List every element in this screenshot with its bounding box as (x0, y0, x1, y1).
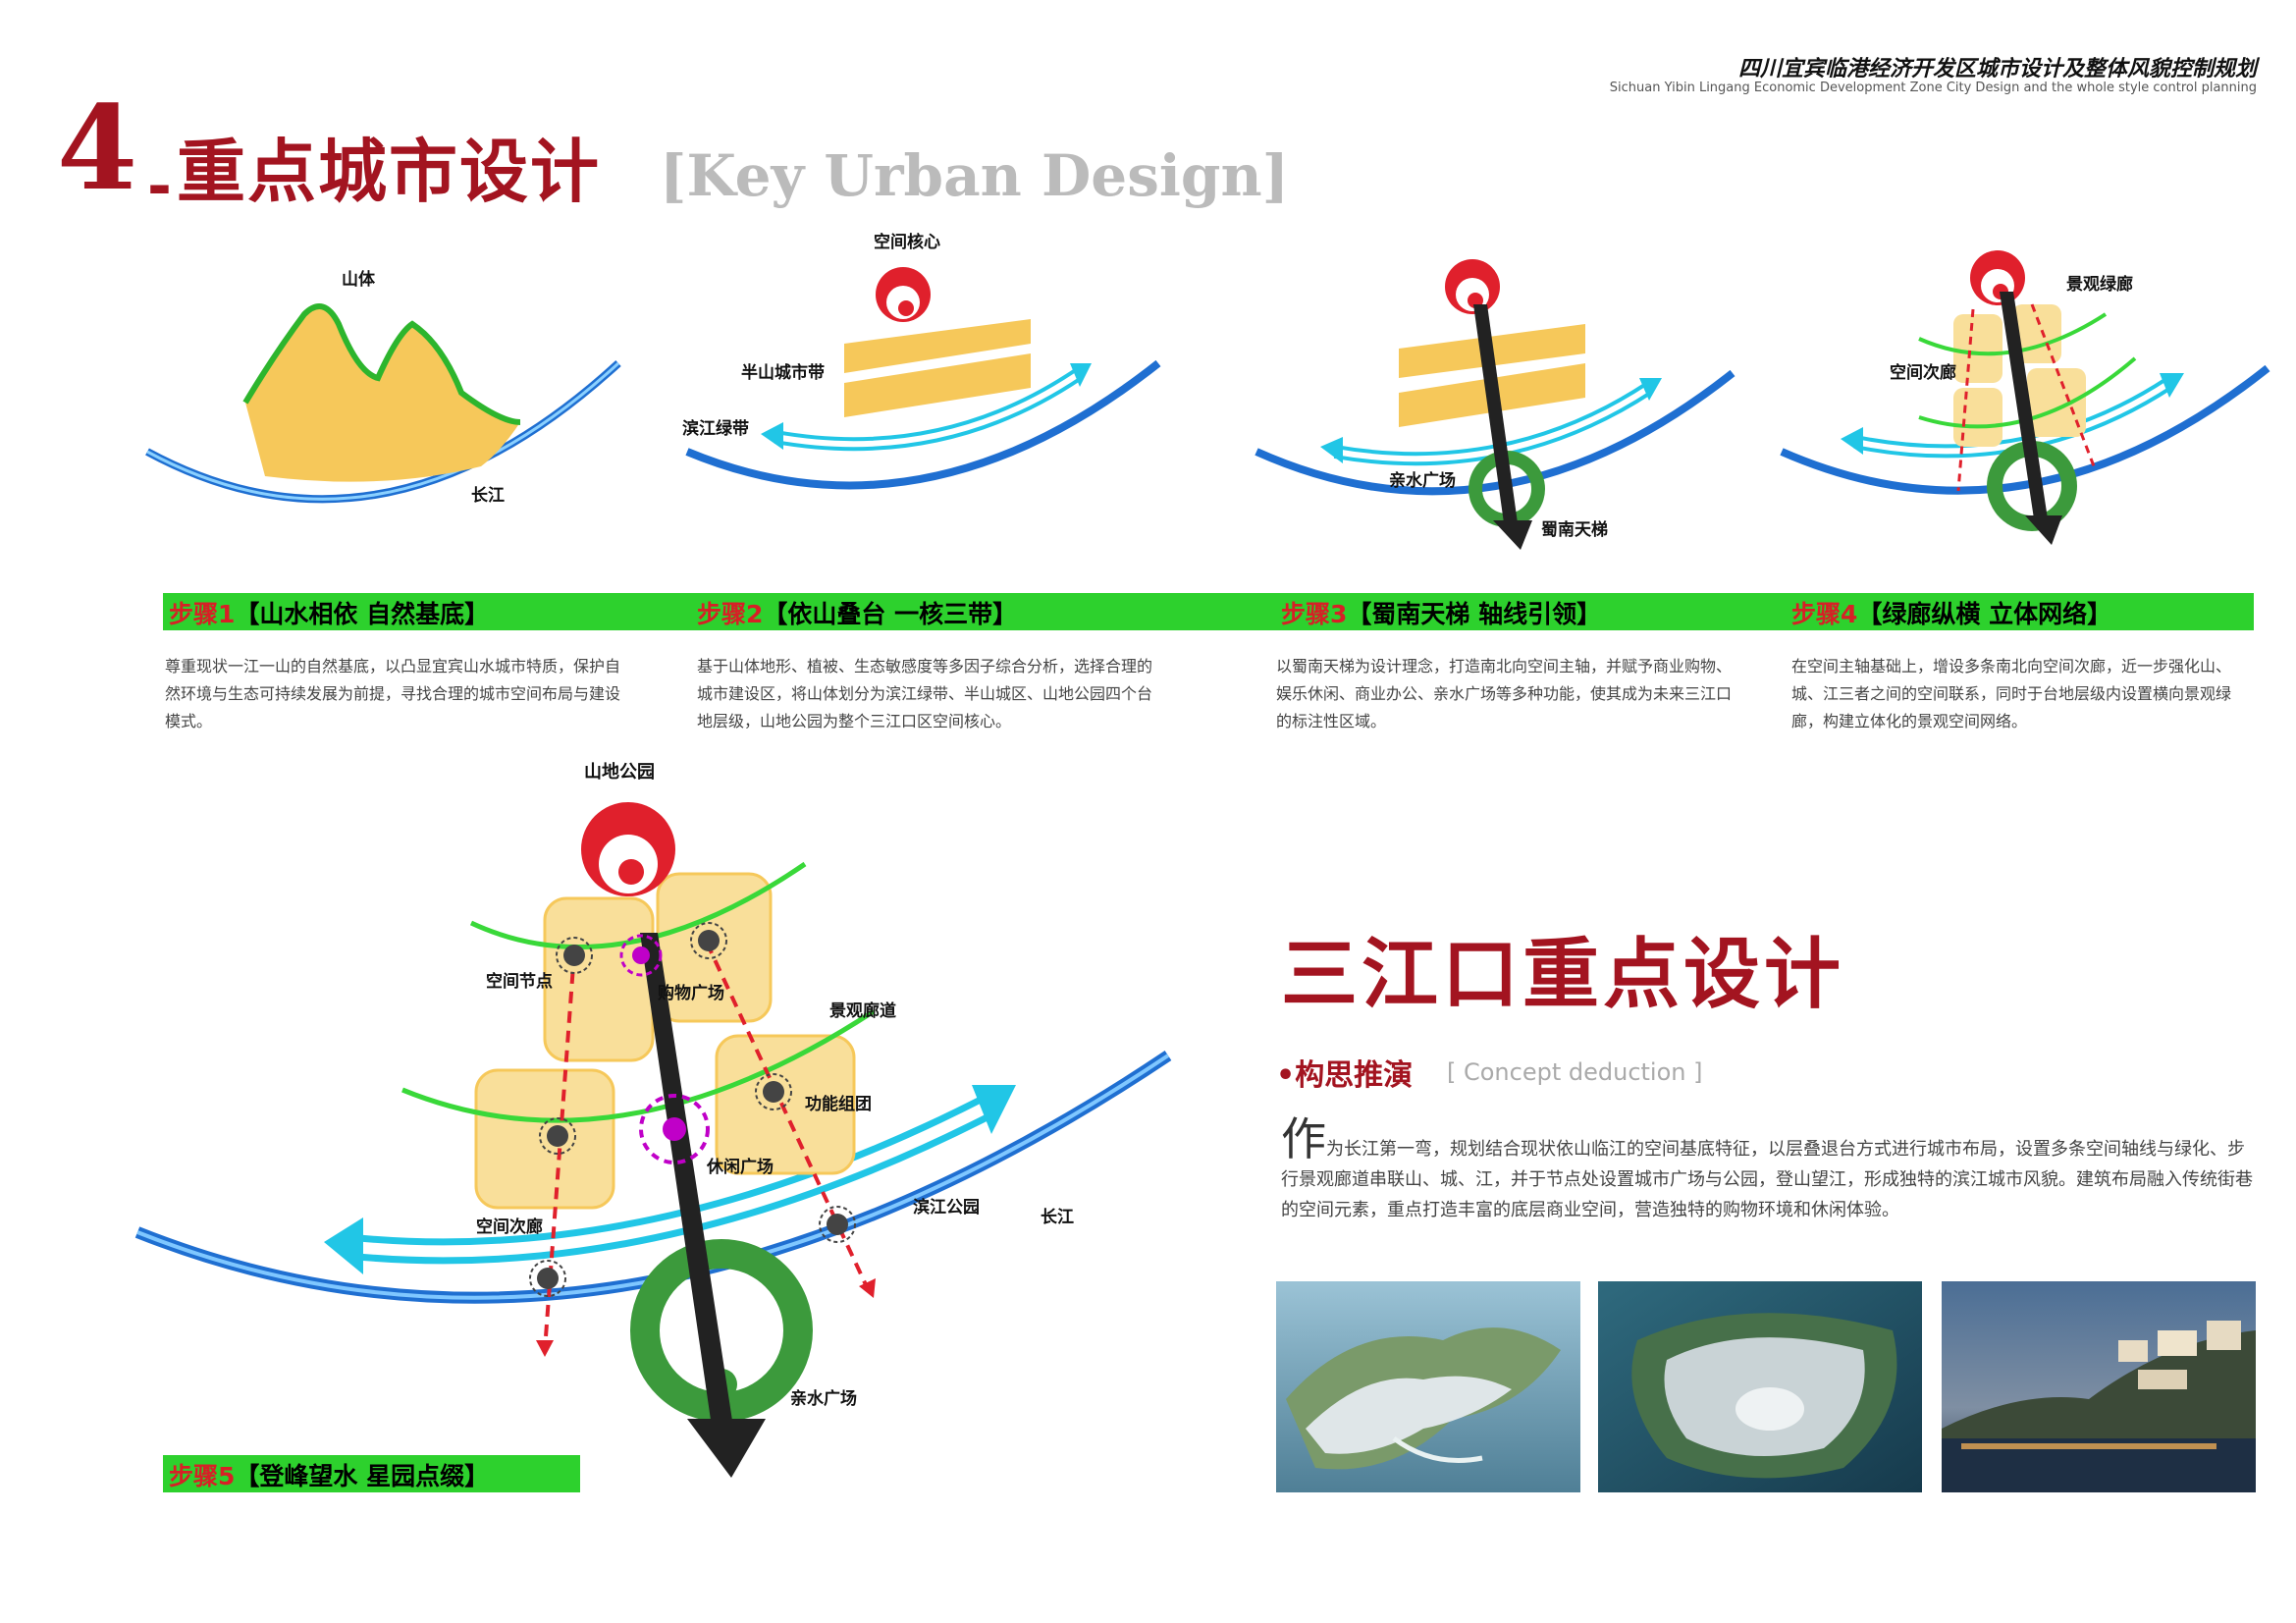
label-landscape: 景观廊道 (829, 1001, 896, 1021)
aerial-photo-1 (1276, 1281, 1580, 1492)
label-node: 空间节点 (486, 971, 553, 992)
step1-diagram: 山体 长江 (145, 269, 621, 506)
label-secondary: 空间次廊 (1890, 362, 1956, 383)
label-belt: 半山城市带 (741, 362, 825, 383)
label-plaza5: 亲水广场 (790, 1388, 857, 1409)
step4-description: 在空间主轴基础上，增设多条南北向空间次廊，近一步强化山、城、江三者之间的空间联系… (1791, 657, 2232, 730)
label-ladder: 蜀南天梯 (1541, 519, 1608, 540)
label-river5: 长江 (1041, 1207, 1074, 1227)
step3-description: 以蜀南天梯为设计理念，打造南北向空间主轴，并赋予商业购物、娱乐休闲、商业办公、亲… (1276, 657, 1733, 730)
step5-label: 步骤5【登峰望水 星园点缀】 (169, 1462, 490, 1490)
step5-diagram: 山地公园 空间节点 购物广场 景观廊道 功能组团 休闲广场 滨江公园 长江 空间… (134, 761, 1172, 1478)
step3-label: 步骤3【蜀南天梯 轴线引领】 (1281, 600, 1602, 628)
label-park: 山地公园 (584, 761, 655, 783)
section-title: 三江口重点设计 (1281, 931, 1845, 1019)
label-corridor: 景观绿廊 (2066, 274, 2133, 295)
label-green: 滨江绿带 (682, 418, 749, 439)
night-photo (1942, 1281, 2256, 1492)
label-leisure: 休闲广场 (706, 1157, 774, 1177)
step5-bar (163, 1455, 580, 1492)
step4-diagram: 景观绿廊 空间次廊 (1780, 250, 2270, 545)
step3-diagram: 亲水广场 蜀南天梯 (1255, 259, 1735, 550)
label-cluster: 功能组团 (805, 1094, 872, 1114)
label-core: 空间核心 (874, 232, 940, 252)
label-riverpark: 滨江公园 (913, 1197, 980, 1217)
label-plaza: 亲水广场 (1389, 470, 1456, 491)
label-shopping: 购物广场 (658, 983, 724, 1003)
step4-label: 步骤4【绿廊纵横 立体网络】 (1791, 600, 2112, 628)
label-secondary5: 空间次廊 (476, 1217, 543, 1237)
page-title-dash: - (147, 152, 172, 221)
section-subtitle-en: [ Concept deduction ] (1447, 1058, 1703, 1086)
step2-description: 基于山体地形、植被、生态敏感度等多因子综合分析，选择合理的城市建设区，将山体划分… (697, 657, 1153, 730)
page-title-number: 4 (57, 80, 138, 216)
project-title-en: Sichuan Yibin Lingang Economic Developme… (1609, 81, 2257, 95)
project-title-cn: 四川宜宾临港经济开发区城市设计及整体风貌控制规划 (1737, 57, 2257, 81)
step2-diagram: 空间核心 半山城市带 滨江绿带 (682, 232, 1161, 490)
page-title-en: [Key Urban Design] (660, 142, 1290, 209)
steps-bar (163, 593, 2254, 630)
label-river: 长江 (471, 485, 505, 506)
aerial-photo-2 (1598, 1281, 1922, 1492)
label-mountain: 山体 (342, 269, 376, 290)
step2-label: 步骤2【依山叠台 一核三带】 (697, 600, 1018, 628)
lead-character: 作 (1281, 1112, 1326, 1165)
step1-label: 步骤1【山水相依 自然基底】 (169, 600, 490, 628)
concept-paragraph: 作为长江第一弯，规划结合现状依山临江的空间基底特征，以层叠退台方式进行城市布局，… (1281, 1112, 2253, 1220)
page-title: 重点城市设计 (177, 132, 601, 212)
section-subtitle: •构思推演 (1276, 1058, 1414, 1093)
step1-description: 尊重现状一江一山的自然基底，以凸显宜宾山水城市特质，保护自然环境与生态可持续发展… (165, 657, 621, 730)
